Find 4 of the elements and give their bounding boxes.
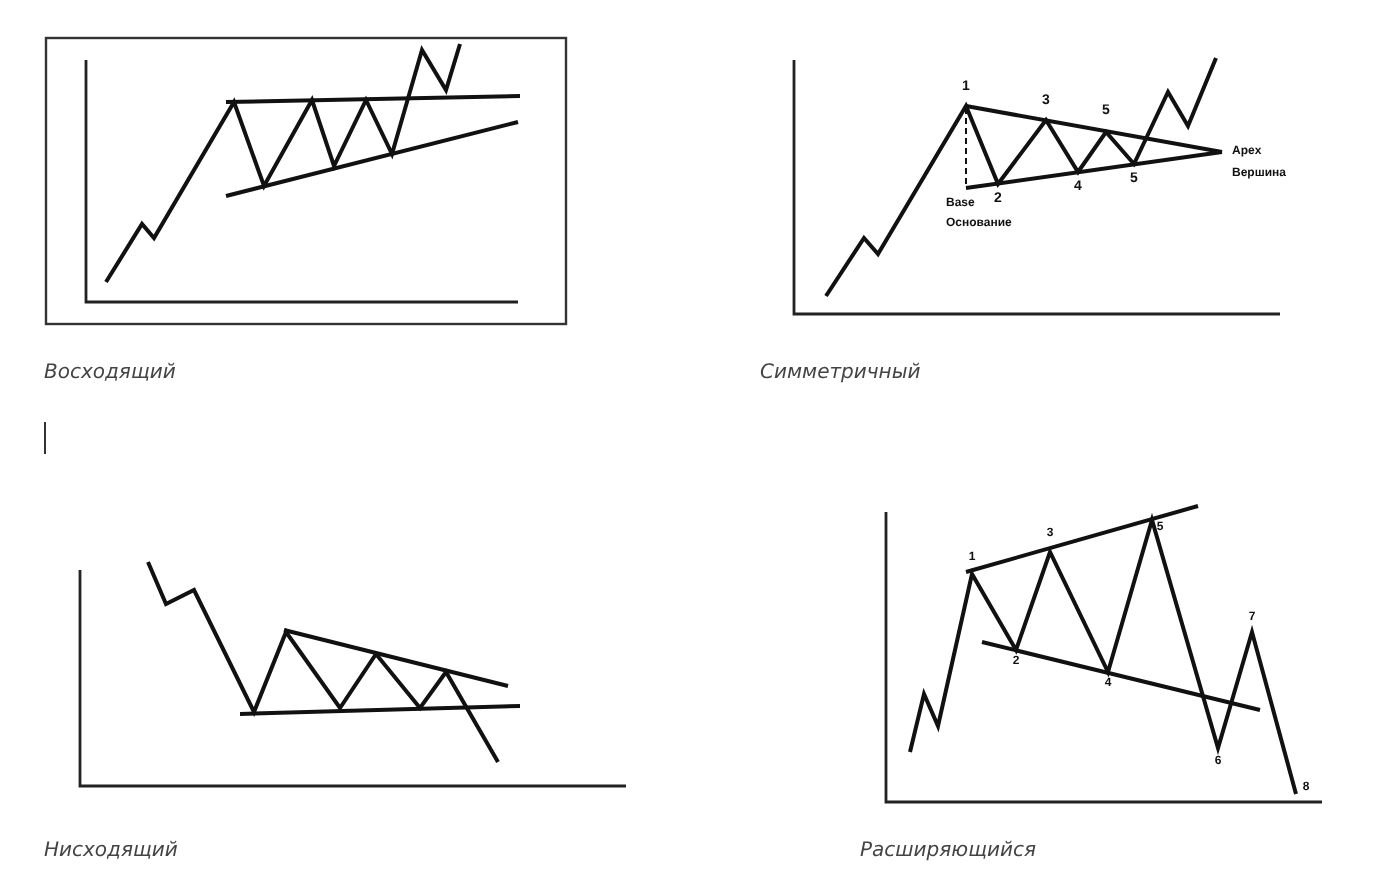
chart-caption: Симметричный	[760, 364, 921, 384]
chart-caption: Нисходящий	[44, 842, 178, 862]
chart-caption: Восходящий	[44, 364, 176, 384]
chart-caption: Расширяющийся	[860, 842, 1037, 862]
